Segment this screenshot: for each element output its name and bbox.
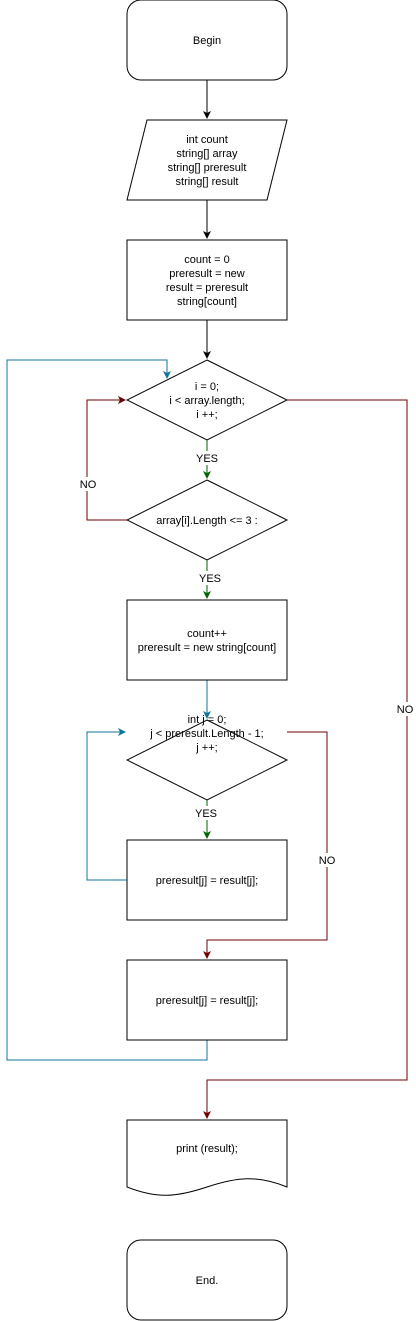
edge-loop-i-no-to-print — [203, 399, 408, 1119]
init-node: count = 0 preresult = new result = preresu… — [126, 239, 288, 321]
edge-loop-j-no-to-copy-outer — [203, 731, 328, 959]
edge-labels: YES NO YES YES NO NO — [77, 451, 416, 867]
edge-label-yes-1: YES — [196, 453, 218, 465]
edges — [6, 80, 408, 1119]
end-node: End. — [126, 1239, 288, 1321]
edge-label-no-1: NO — [80, 479, 97, 491]
begin-node-text: Begin — [193, 35, 221, 47]
node-text-line: End. — [196, 1275, 219, 1287]
copy-outer-node-text: preresult[j] = result[j]; — [156, 995, 258, 1007]
declare-node: int count string[] array string[] preresul… — [126, 119, 288, 201]
node-text-line: string[] preresult — [168, 162, 247, 174]
node-text-line: i = 0; — [195, 381, 219, 393]
node-text-line: j ++; — [195, 742, 217, 754]
node-text-line: int count — [186, 134, 228, 146]
begin-node: Begin — [126, 0, 288, 81]
node-text-line: Begin — [193, 35, 221, 47]
check-length-node-text: array[i].Length <= 3 : — [156, 515, 258, 527]
node-text-line: string[] result — [176, 176, 239, 188]
edge-check-no-to-loop-i — [86, 396, 127, 521]
print-node-text: print (result); — [176, 1143, 238, 1155]
loop-i-node: i = 0; i < array.length; i ++; — [125, 359, 289, 441]
copy-inner-node: preresult[j] = result[j]; — [126, 839, 288, 921]
node-text-line: print (result); — [176, 1143, 238, 1155]
init-node-text: count = 0 preresult = new result = preresu… — [166, 254, 248, 308]
loop-i-node-text: i = 0; i < array.length; i ++; — [169, 381, 244, 421]
node-text-line: count++ — [187, 628, 227, 640]
edge-label-no-3: NO — [397, 704, 414, 716]
node-text-line: int j = 0; — [188, 714, 227, 726]
node-text-line: result = preresult — [166, 282, 248, 294]
copy-outer-node: preresult[j] = result[j]; — [126, 959, 288, 1041]
node-text-line: preresult = new string[count] — [138, 642, 277, 654]
copy-inner-node-text: preresult[j] = result[j]; — [156, 875, 258, 887]
loop-j-node-text: int j = 0; j < preresult.Length - 1; j ++; — [149, 714, 263, 754]
node-text-line: preresult[j] = result[j]; — [156, 995, 258, 1007]
check-length-node: array[i].Length <= 3 : — [125, 479, 289, 561]
count-inc-node-text: count++ preresult = new string[count] — [138, 628, 277, 654]
node-text-line: count = 0 — [184, 254, 230, 266]
node-text-line: i < array.length; — [169, 395, 244, 407]
edge-label-yes-3: YES — [195, 808, 217, 820]
node-text-line: j < preresult.Length - 1; — [149, 728, 263, 740]
node-text-line: string[] array — [176, 148, 238, 160]
declare-node-text: int count string[] array string[] preresul… — [168, 134, 247, 188]
print-node: print (result); — [126, 1119, 288, 1196]
node-text-line: preresult[j] = result[j]; — [156, 875, 258, 887]
node-text-line: array[i].Length <= 3 : — [156, 515, 258, 527]
node-text-line: i ++; — [196, 409, 217, 421]
loop-j-node: int j = 0; j < preresult.Length - 1; j ++; — [125, 714, 289, 801]
edge-label-no-2: NO — [319, 855, 336, 867]
count-inc-node: count++ preresult = new string[count] — [126, 599, 288, 681]
edge-copy-outer-to-loop-i — [6, 359, 208, 1061]
node-text-line: preresult = new — [169, 268, 245, 280]
edge-label-yes-2: YES — [199, 573, 221, 585]
edge-copy-inner-to-loop-j — [86, 728, 127, 881]
end-node-text: End. — [196, 1275, 219, 1287]
node-text-line: string[count] — [177, 296, 237, 308]
